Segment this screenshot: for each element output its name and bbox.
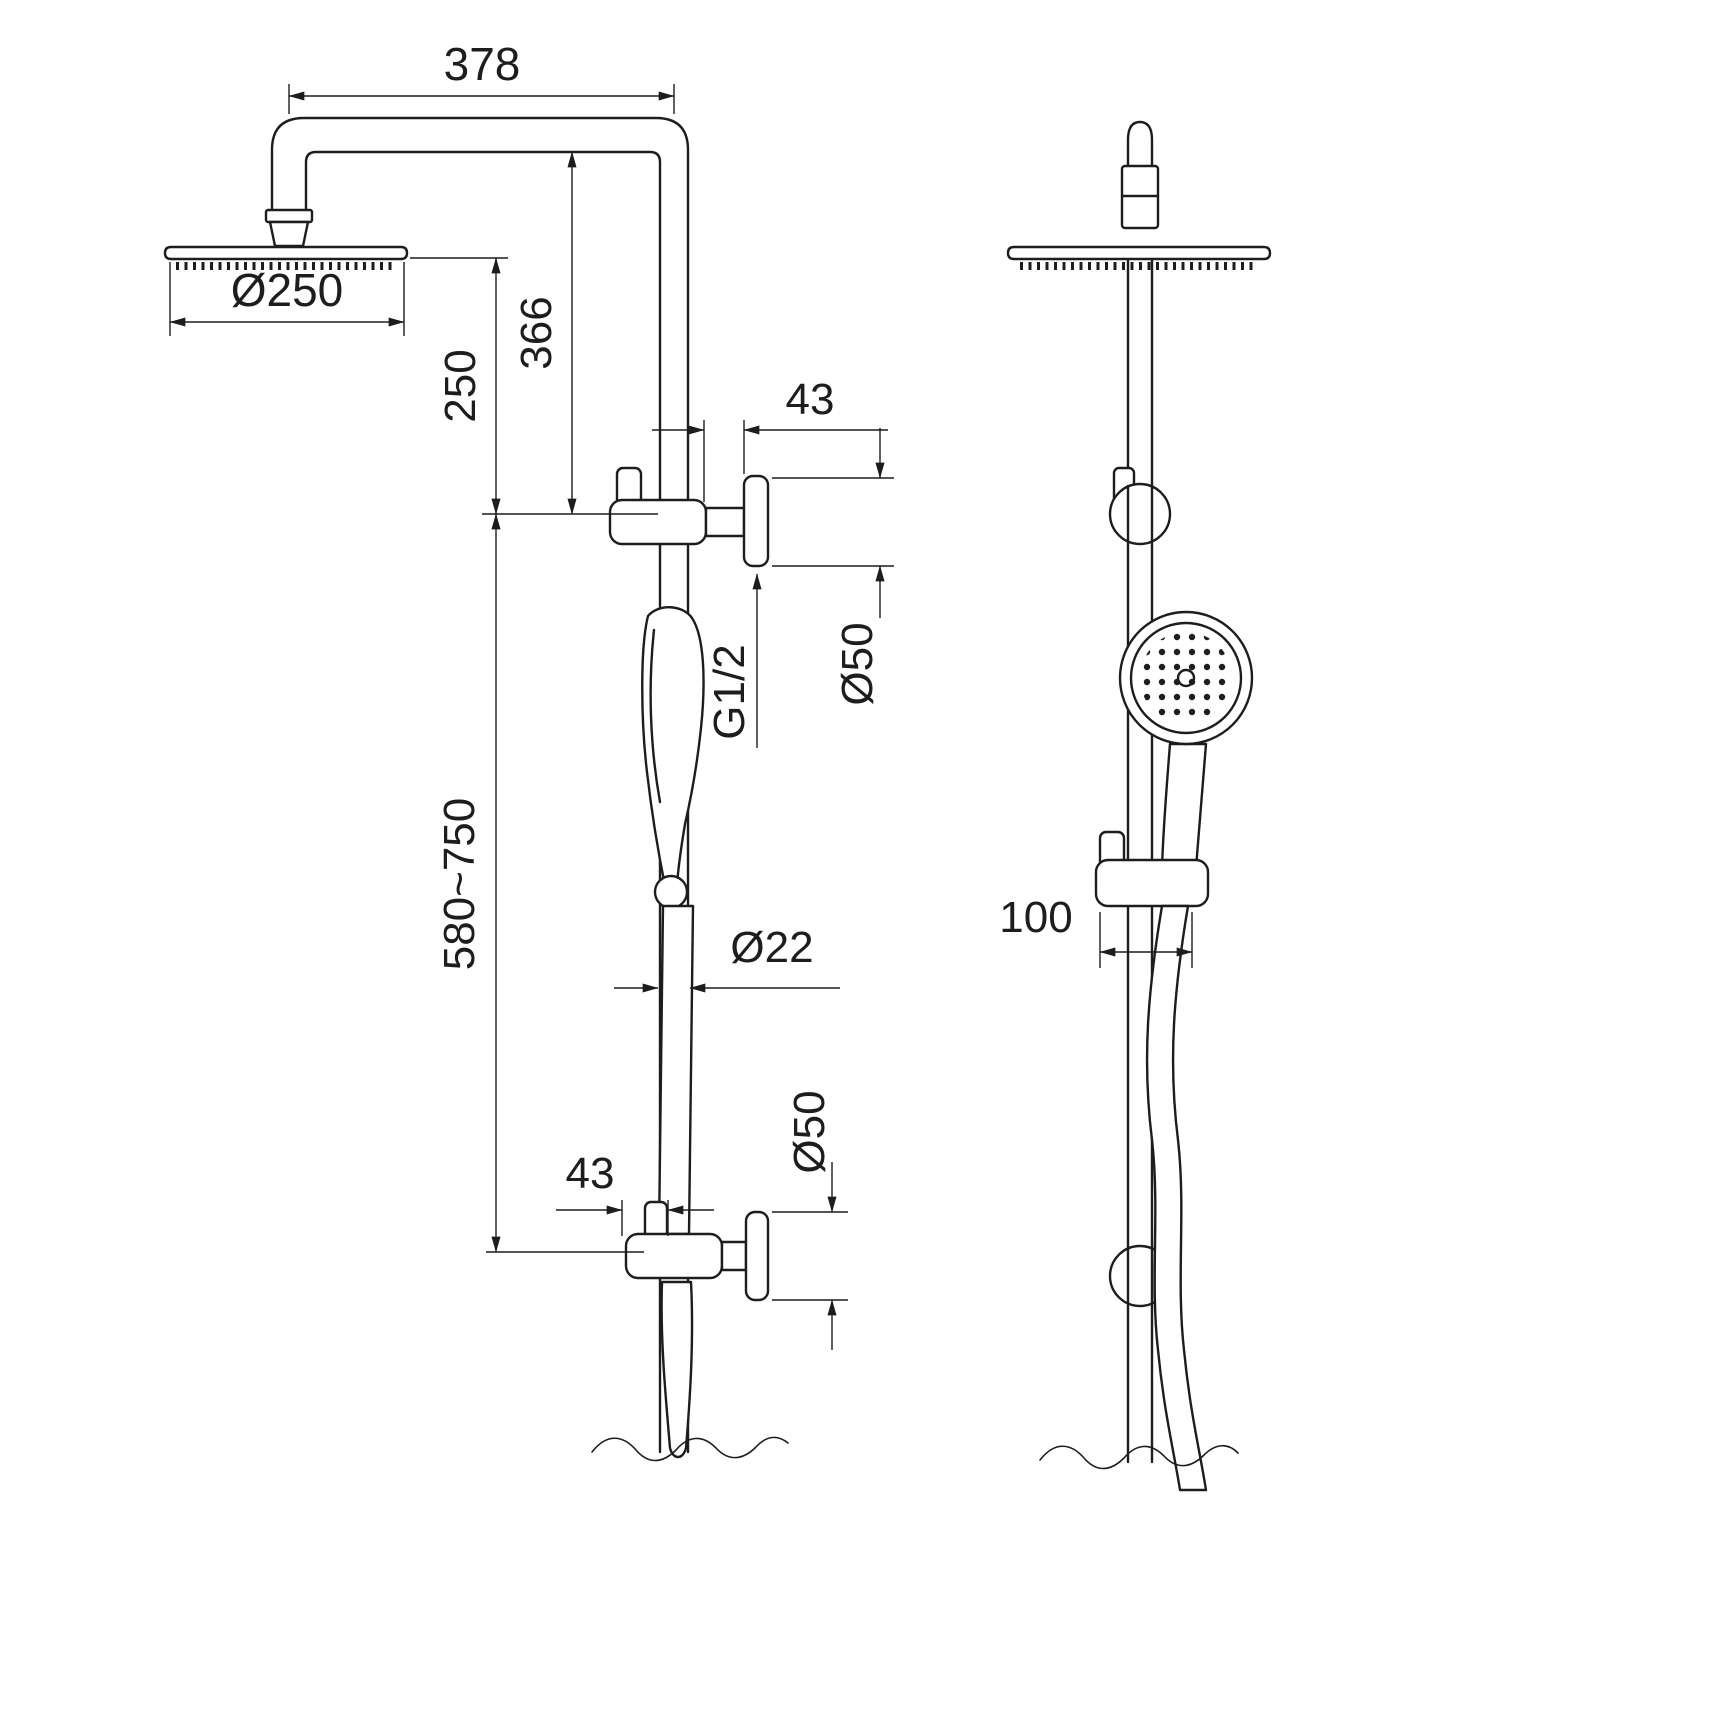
dim-bottom-bracket-offset: 43 (566, 1149, 615, 1198)
hand-shower-front (1118, 610, 1254, 870)
dim-top-bracket-offset: 43 (786, 375, 835, 424)
inlet-stem-front (1120, 120, 1160, 230)
dim-bottom-flange-diameter: Ø50 (785, 1090, 834, 1173)
break-line-left (591, 1436, 789, 1462)
hand-shower-side (641, 606, 705, 1459)
handshower-handle (657, 904, 695, 1236)
dim-arm-to-bracket: 366 (512, 296, 561, 369)
handshower-holder (1094, 830, 1210, 908)
shower-hose (1145, 904, 1208, 1492)
shower-arm-and-riser (270, 116, 690, 1454)
bottom-wall-bracket (624, 1200, 770, 1302)
dim-rail-length-range: 580~750 (435, 798, 484, 971)
front-view: 100 (999, 120, 1272, 1492)
break-line-right (1039, 1444, 1239, 1470)
handshower-handle-front (1160, 742, 1208, 870)
handshower-ball-joint (653, 874, 689, 910)
hose-end-tip (660, 1280, 694, 1459)
top-wall-bracket (608, 466, 770, 568)
dim-pipe-diameter: Ø22 (730, 923, 813, 972)
dim-top-flange-diameter: Ø50 (833, 622, 882, 705)
rain-shower-head-side (163, 245, 409, 270)
dim-handshower-offset: 100 (999, 893, 1072, 942)
side-view: 378 Ø250 366 250 580~750 43 (163, 38, 894, 1462)
spray-face-dots (1140, 632, 1232, 724)
dimension-lines-front: 100 (999, 893, 1193, 968)
slider-ring-top (1108, 466, 1172, 546)
rain-shower-head-front (1006, 245, 1272, 270)
dim-rain-head-diameter: Ø250 (231, 264, 344, 316)
dim-arm-width: 378 (444, 38, 521, 90)
dim-head-to-bracket: 250 (436, 349, 485, 422)
rain-head-connector (264, 208, 314, 248)
top-wall-flange (742, 474, 770, 568)
bottom-bracket-knob (643, 1200, 669, 1240)
dim-thread-size: G1/2 (705, 644, 754, 739)
bottom-wall-flange (744, 1210, 770, 1302)
dimension-lines-side: 378 Ø250 366 250 580~750 43 (169, 38, 894, 1350)
